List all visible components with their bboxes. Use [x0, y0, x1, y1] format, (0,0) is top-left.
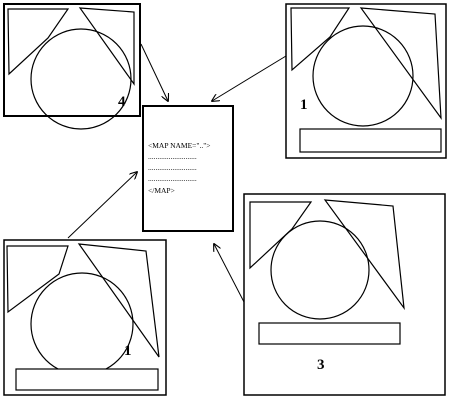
map-open-tag: <MAP NAME="..">	[148, 141, 211, 150]
quad-shape	[290, 7, 351, 72]
arrow-from-bottom-left	[67, 172, 137, 239]
circle-shape	[270, 220, 370, 320]
panel-bottom-left: 1	[3, 239, 167, 396]
panel-number: 1	[300, 97, 308, 113]
map-close-tag: </MAP>	[148, 186, 175, 195]
map-dots-line: ..........................	[148, 174, 197, 183]
circle-shape	[30, 28, 132, 130]
panel-number: 3	[317, 357, 325, 373]
caption-box	[15, 368, 159, 391]
map-dots-line: ..........................	[148, 152, 197, 161]
document-frame	[142, 105, 234, 232]
triangle-shape	[323, 199, 405, 311]
panel-number: 1	[124, 343, 132, 359]
panel-top-left: 4	[3, 3, 141, 130]
caption-box	[299, 128, 442, 153]
caption-box	[258, 322, 401, 345]
arrows	[67, 43, 287, 303]
panel-number: 4	[118, 94, 126, 110]
panel-bottom-right: 3	[243, 193, 446, 396]
arrow-from-bottom-right	[214, 244, 245, 303]
quad-shape	[249, 201, 313, 270]
map-document: <MAP NAME=".."> ........................…	[142, 105, 234, 232]
triangle-shape	[78, 7, 135, 86]
arrow-from-top-left	[140, 43, 168, 101]
circle-shape	[312, 25, 414, 127]
triangle-shape	[359, 7, 442, 121]
quad-shape	[7, 8, 70, 76]
panel-frame	[243, 193, 446, 396]
quad-shape	[6, 245, 69, 314]
panel-top-right: 1	[285, 3, 447, 159]
map-dots-line: ..........................	[148, 163, 197, 172]
triangle-shape	[77, 243, 160, 358]
arrow-from-top-right	[212, 55, 287, 101]
